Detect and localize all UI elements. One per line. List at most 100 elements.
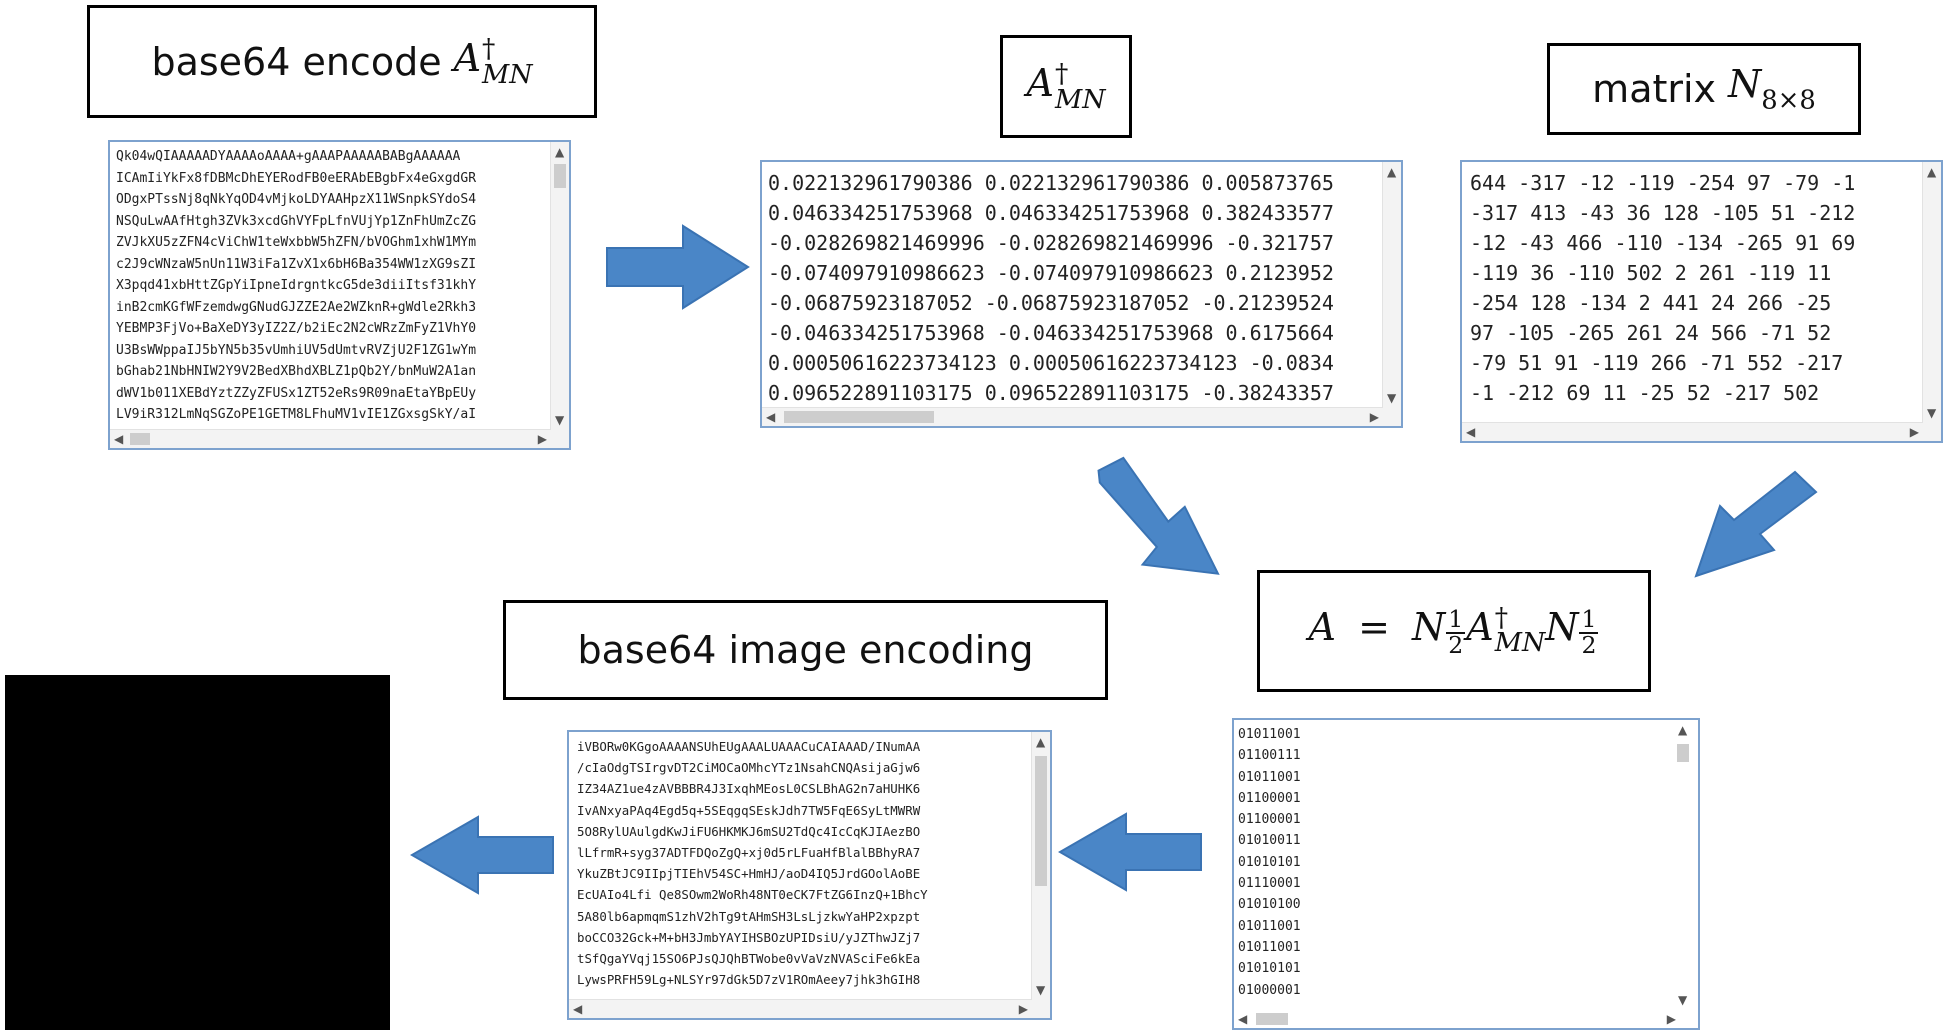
scroll-corner: [1383, 408, 1401, 426]
a-dagger-mn-symbol: A†MN: [453, 33, 533, 90]
text-line: lLfrmR+syg37ADTFDQoZgQ+xj0d5rLFuaHfBlalB…: [577, 845, 921, 861]
scroll-left-icon[interactable]: ◀: [114, 432, 124, 446]
horizontal-scrollbar[interactable]: ◀ ▶: [1234, 1010, 1680, 1028]
scroll-down-icon[interactable]: ▼: [1927, 406, 1937, 420]
text-line: X3pqd41xbHttZGpYiIpneIdrgntkcG5de3diiIts…: [116, 278, 477, 293]
horizontal-scrollbar[interactable]: ◀ ▶: [1462, 422, 1923, 441]
text-line: -12 -43 466 -110 -134 -265 91 69: [1470, 231, 1856, 255]
text-line: YEBMP3FjVo+BaXeDY3yIZ2Z/b2iEc2N2cWRzZmFy…: [116, 321, 477, 336]
horizontal-scrollbar[interactable]: ◀ ▶: [762, 407, 1383, 426]
vertical-scrollbar[interactable]: ▲ ▼: [1674, 720, 1692, 1010]
text-line: c2J9cWNzaW5nUn11W3iFa1ZvX1x6bH6Ba354WW1z…: [116, 256, 477, 272]
scroll-thumb[interactable]: [784, 411, 934, 423]
text-line: 01010011: [1238, 833, 1301, 849]
text-line: 644 -317 -12 -119 -254 97 -79 -1: [1470, 171, 1856, 195]
text-line: LywsPRFH59Lg+NLSYr97dGk5D7zV1ROmAeey7jhk…: [577, 972, 921, 988]
text-line: YkuZBtJC9IIpjTIEhV54SC+HmHJ/aoD4IQ5JrdGO…: [577, 866, 921, 882]
text-line: LV9iR312LmNqSGZoPE1GETM8LFhuMV1vIE1ZGxsg…: [116, 407, 477, 422]
scroll-left-icon[interactable]: ◀: [1238, 1012, 1248, 1026]
scroll-up-icon[interactable]: ▲: [1387, 165, 1397, 179]
scroll-up-icon[interactable]: ▲: [1036, 735, 1046, 749]
scroll-corner: [1032, 1000, 1050, 1018]
base64-image-encoding-label: base64 image encoding: [503, 600, 1108, 700]
base64-encode-text: base64 encode: [151, 39, 442, 84]
text-line: 01100001: [1238, 790, 1301, 806]
scroll-left-icon[interactable]: ◀: [766, 410, 776, 424]
text-line: bGhab21NbHNIW2Y9V2BedXBhdXBLZ1pQb2Y/bnMu…: [116, 364, 477, 379]
text-line: 0.022132961790386 0.022132961790386 0.00…: [768, 171, 1334, 195]
matrix-text: matrix: [1592, 67, 1717, 111]
text-line: ODgxPTssNj8qNkYqOD4vMjkoLDYAAHpzX11WSnpk…: [116, 192, 477, 207]
text-line: ICAmIiYkFx8fDBMcDhEYERodFB0eERAbEBgbFx4e…: [116, 170, 477, 186]
arrow-right-icon: [606, 224, 750, 310]
scroll-thumb[interactable]: [130, 433, 150, 445]
text-line: -317 413 -43 36 128 -105 51 -212: [1470, 201, 1856, 225]
scroll-right-icon[interactable]: ▶: [1666, 1012, 1676, 1026]
text-line: inB2cmKGfWFzemdwgGNudGJZZE2Ae2WZknR+gWdl…: [116, 299, 477, 315]
scroll-up-icon[interactable]: ▲: [1927, 165, 1937, 179]
text-line: 5O8RylUAulgdKwJiFU6HKMKJ6mSU2TdQc4IcCqKJ…: [577, 823, 921, 839]
base64-encode-textbox[interactable]: Qk04wQIAAAAADYAAAAoAAAA+gAAAPAAAAABABgAA…: [108, 140, 571, 450]
text-line: 01010100: [1238, 897, 1301, 913]
arrow-left-icon: [1058, 812, 1202, 892]
decoded-black-image: [5, 675, 390, 1030]
scroll-down-icon[interactable]: ▼: [1678, 993, 1688, 1007]
text-line: 01011001: [1238, 727, 1301, 742]
horizontal-scrollbar[interactable]: ◀ ▶: [110, 429, 551, 448]
text-line: /cIaOdgTSIrgvDT2CiMOCaOMhcYTz1NsahCNQAsi…: [577, 760, 921, 776]
scroll-corner: [1923, 423, 1941, 441]
scroll-down-icon[interactable]: ▼: [1387, 391, 1397, 405]
matrix-n-textbox[interactable]: 644 -317 -12 -119 -254 97 -79 -1 -317 413…: [1460, 160, 1943, 443]
text-line: EcUAIo4Lfi Qe8SOwm2WoRh48NT0eCK7FtZG6Inz…: [577, 887, 928, 903]
horizontal-scrollbar[interactable]: ◀ ▶: [569, 999, 1032, 1018]
scroll-down-icon[interactable]: ▼: [1036, 983, 1046, 997]
text-line: -254 128 -134 2 441 24 266 -25: [1470, 291, 1832, 315]
text-line: NSQuLwAAfHtgh3ZVk3xcdGhVYFpLfnVUjYp1ZnFh…: [116, 213, 477, 229]
arrow-down-left-icon: [1694, 470, 1818, 578]
text-line: 01011001: [1238, 769, 1301, 785]
text-line: U3BsWWppaIJ5bYN5b35vUmhiUV5dUmtvRVZjU2F1…: [116, 342, 477, 358]
scroll-left-icon[interactable]: ◀: [573, 1002, 583, 1016]
text-line: -1 -212 69 11 -25 52 -217 502: [1470, 381, 1820, 405]
scroll-thumb[interactable]: [554, 164, 566, 188]
vertical-scrollbar[interactable]: ▲ ▼: [550, 142, 569, 430]
text-line: 5A80lb6apmqmS1zhV2hTg9tAHmSH3LsLjzkwYaHP…: [577, 908, 921, 924]
a-dagger-mn-title: A†MN: [1026, 58, 1106, 115]
scroll-right-icon[interactable]: ▶: [1369, 410, 1379, 424]
vertical-scrollbar[interactable]: ▲ ▼: [1382, 162, 1401, 408]
text-line: 0.096522891103175 0.096522891103175 -0.3…: [768, 381, 1334, 404]
scroll-right-icon[interactable]: ▶: [1018, 1002, 1028, 1016]
text-line: -0.028269821469996 -0.028269821469996 -0…: [768, 231, 1334, 255]
text-line: boCCO32Gck+M+bH3JmbYAYIHSBOzUPIDsiU/yJZT…: [577, 929, 921, 945]
text-line: -119 36 -110 502 2 261 -119 11: [1470, 261, 1832, 285]
scroll-thumb[interactable]: [1677, 744, 1689, 762]
text-line: 0.00050616223734123 0.00050616223734123 …: [768, 351, 1334, 375]
text-line: -0.074097910986623 -0.074097910986623 0.…: [768, 261, 1334, 285]
text-line: iVBORw0KGgoAAAANSUhEUgAAALUAAACuCAIAAAD/…: [577, 739, 921, 754]
vertical-scrollbar[interactable]: ▲ ▼: [1922, 162, 1941, 423]
base64-image-textbox[interactable]: iVBORw0KGgoAAAANSUhEUgAAALUAAACuCAIAAAD/…: [567, 730, 1052, 1020]
a-dagger-mn-textbox[interactable]: 0.022132961790386 0.022132961790386 0.00…: [760, 160, 1403, 428]
vertical-scrollbar[interactable]: ▲ ▼: [1031, 732, 1050, 1000]
scroll-up-icon[interactable]: ▲: [555, 145, 565, 159]
text-line: ZVJkXU5zZFN4cViChW1teWxbbW5hZFN/bVOGhm1x…: [116, 235, 477, 250]
text-line: -0.046334251753968 -0.046334251753968 0.…: [768, 321, 1334, 345]
scroll-thumb[interactable]: [1256, 1013, 1288, 1025]
scroll-thumb[interactable]: [1035, 756, 1047, 886]
text-line: IZ34AZ1ue4zAVBBBR4J3IxqhMEosL0CSLBhAG2n7…: [577, 781, 921, 797]
text-line: -0.06875923187052 -0.06875923187052 -0.2…: [768, 291, 1334, 315]
base64-image-text-lines: iVBORw0KGgoAAAANSUhEUgAAALUAAACuCAIAAAD/…: [577, 736, 1028, 996]
scroll-right-icon[interactable]: ▶: [1909, 425, 1919, 439]
scroll-right-icon[interactable]: ▶: [537, 432, 547, 446]
text-line: 01100111: [1238, 748, 1301, 764]
scroll-left-icon[interactable]: ◀: [1466, 425, 1476, 439]
a-dagger-mn-text-lines: 0.022132961790386 0.022132961790386 0.00…: [768, 168, 1379, 404]
arrow-down-right-icon: [1097, 456, 1220, 575]
text-line: -79 51 91 -119 266 -71 552 -217: [1470, 351, 1844, 375]
text-line: Qk04wQIAAAAADYAAAAoAAAA+gAAAPAAAAABABgAA…: [116, 149, 461, 164]
scroll-down-icon[interactable]: ▼: [555, 413, 565, 427]
scroll-up-icon[interactable]: ▲: [1678, 723, 1688, 737]
